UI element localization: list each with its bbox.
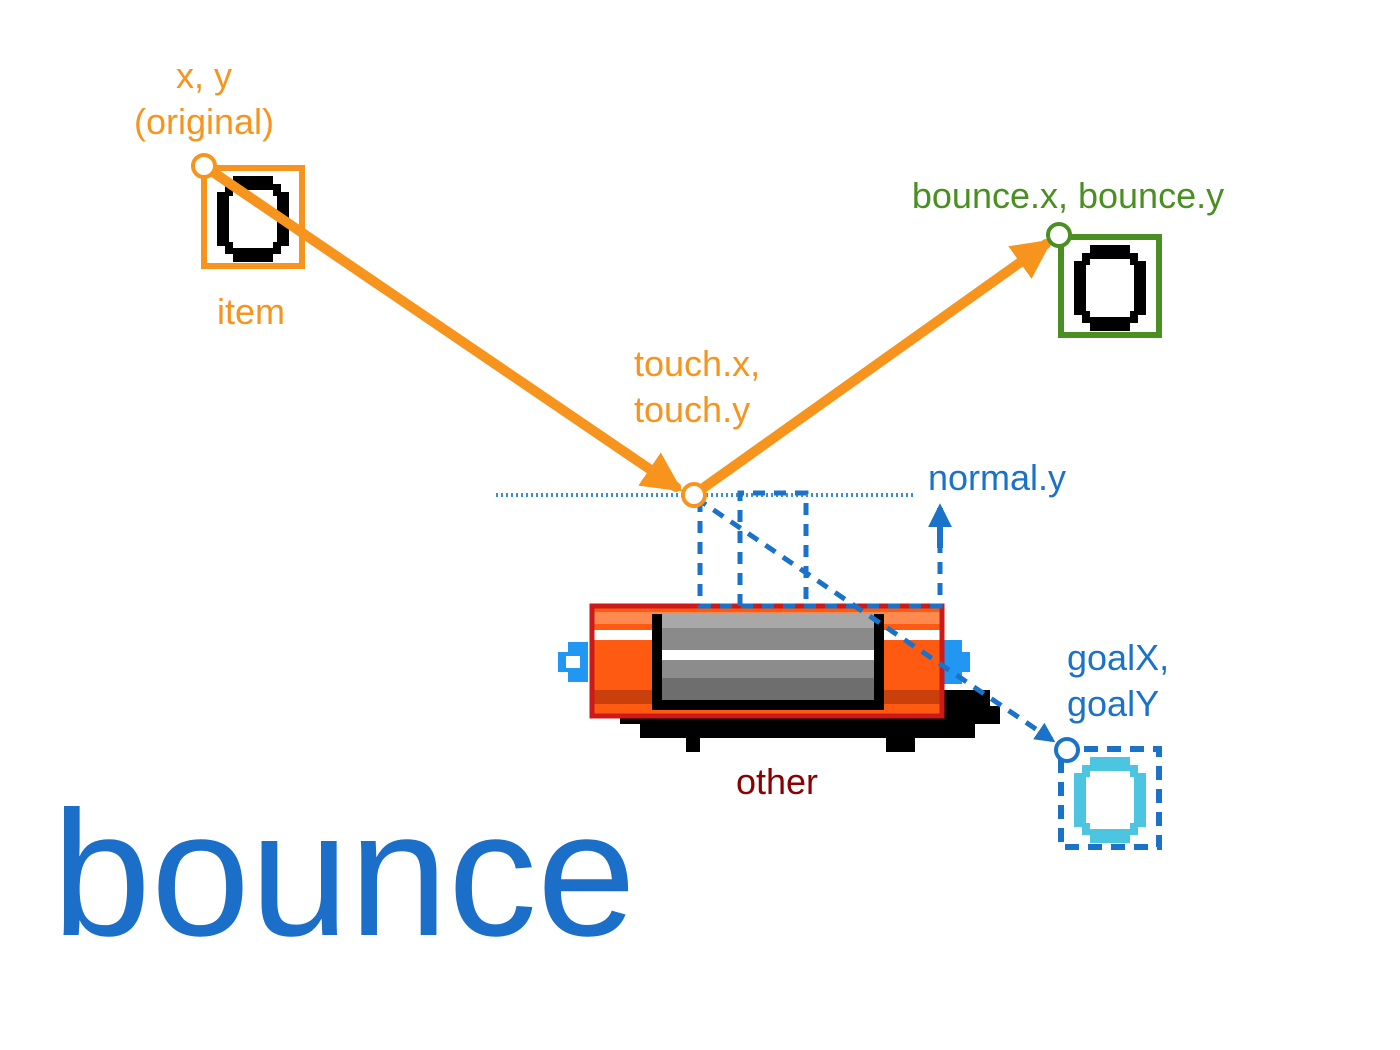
outgoing-arrow — [694, 239, 1053, 496]
touch-label-line2: touch.y — [634, 389, 750, 430]
goal-path-arrow — [694, 495, 1056, 743]
bounce-sprite — [1058, 234, 1162, 338]
goal-bracket-line — [697, 500, 943, 609]
bounce-box — [1058, 234, 1162, 338]
item-sprite — [201, 165, 305, 269]
goal-rect-line — [737, 490, 809, 606]
goal-sprite — [1058, 746, 1162, 850]
normal-label: normal.y — [928, 457, 1066, 498]
origin-label-line1: x, y — [176, 55, 232, 96]
touch-label-line1: touch.x, — [634, 343, 760, 384]
ring-sprite-icon — [1074, 757, 1146, 843]
incoming-arrow — [199, 161, 683, 492]
origin-label-line2: (original) — [134, 101, 274, 142]
diagram-title: bounce — [52, 774, 636, 973]
origin-point — [191, 153, 217, 179]
goal-point — [1054, 737, 1080, 763]
ring-sprite-icon — [1074, 245, 1146, 331]
item-label: item — [217, 291, 285, 332]
goal-guides — [694, 490, 1056, 743]
platform-sprite-icon — [558, 603, 1000, 752]
touch-point — [681, 482, 707, 508]
goal-label-line2: goalY — [1067, 683, 1159, 724]
item-box — [201, 165, 305, 269]
bounce-point — [1046, 222, 1072, 248]
goal-label-line1: goalX, — [1067, 637, 1169, 678]
goal-box — [1058, 746, 1162, 850]
other-label: other — [736, 761, 818, 802]
bounce-point-label: bounce.x, bounce.y — [912, 175, 1224, 216]
